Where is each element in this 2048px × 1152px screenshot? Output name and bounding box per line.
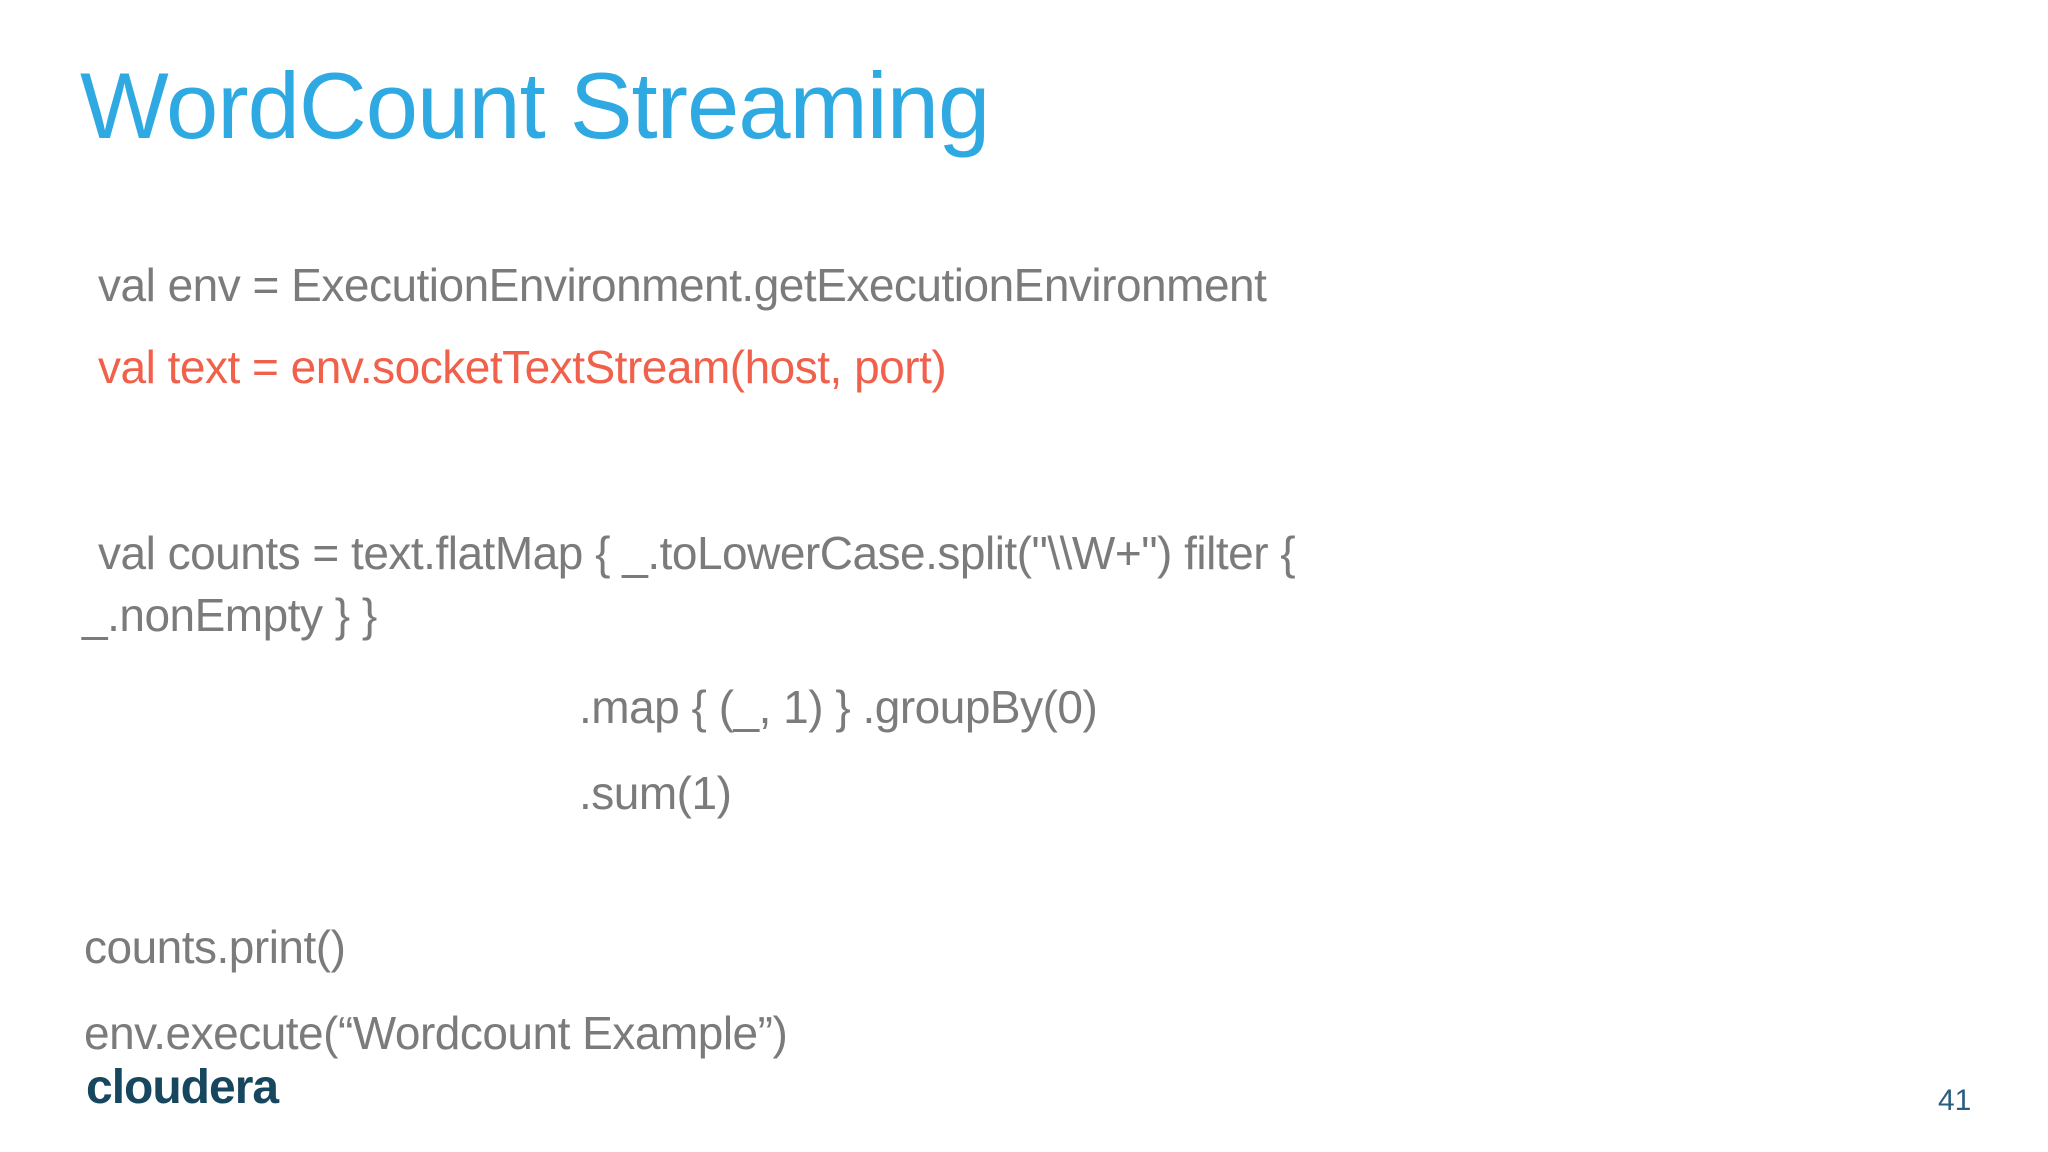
code-line-env-execute: env.execute(“Wordcount Example”) bbox=[84, 1007, 788, 1059]
slide-title: WordCount Streaming bbox=[80, 53, 990, 158]
code-line-sum: .sum(1) bbox=[579, 767, 732, 819]
code-line-counts-print: counts.print() bbox=[84, 921, 346, 973]
code-line-val-text: val text = env.socketTextStream(host, po… bbox=[98, 341, 947, 393]
code-line-map-groupby: .map { (_, 1) } .groupBy(0) bbox=[579, 681, 1098, 733]
page-number: 41 bbox=[1938, 1084, 1972, 1117]
cloudera-logo: cloudera bbox=[86, 1061, 279, 1114]
code-line-nonempty: _.nonEmpty } } bbox=[82, 589, 377, 641]
code-line-val-env: val env = ExecutionEnvironment.getExecut… bbox=[98, 259, 1267, 311]
code-line-val-counts: val counts = text.flatMap { _.toLowerCas… bbox=[98, 527, 1296, 579]
